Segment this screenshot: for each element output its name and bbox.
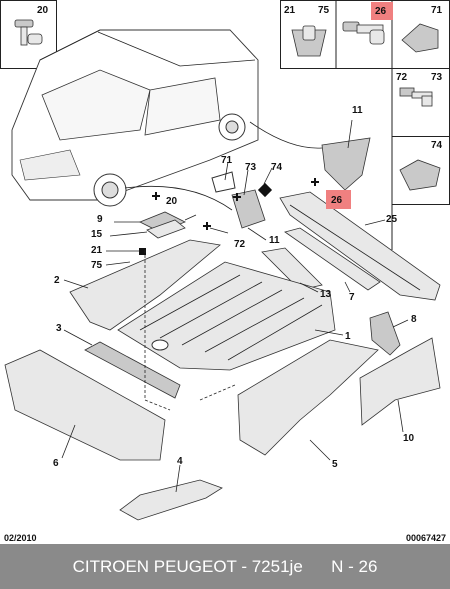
leader-lines <box>61 119 409 493</box>
callout-1: 1 <box>345 331 351 342</box>
parts-diagram: 20 21 75 26 71 72 73 <box>0 0 450 521</box>
callout-21: 21 <box>91 245 103 256</box>
wheel-arch-10 <box>359 337 441 426</box>
bracket-8 <box>369 311 401 356</box>
mud-flap <box>249 121 371 191</box>
callout-73: 73 <box>245 162 257 173</box>
bolt-icon <box>14 19 43 46</box>
callout-3: 3 <box>56 323 62 334</box>
callout-75: 75 <box>91 260 103 271</box>
callout-2: 2 <box>54 275 60 286</box>
fastener-grid: 21 75 26 71 72 73 74 <box>280 0 450 250</box>
callout-8: 8 <box>411 314 417 325</box>
callout-11-flap: 11 <box>352 105 363 116</box>
callout-10: 10 <box>403 433 415 444</box>
rail-13 <box>261 247 323 291</box>
rear-crossmember <box>279 191 441 301</box>
bracket-4 <box>119 479 223 521</box>
callout-72: 72 <box>234 239 246 250</box>
fastener-box-20: 20 <box>0 0 57 69</box>
clip-71 <box>211 171 236 193</box>
square-marker <box>139 248 146 255</box>
callout-75-box: 75 <box>318 5 330 16</box>
part-15 <box>146 219 186 239</box>
diamond-marker <box>257 182 273 198</box>
callout-71-box: 71 <box>431 5 443 16</box>
callout-73-box: 73 <box>431 72 443 83</box>
main-floor-panel <box>117 261 336 371</box>
callout-20: 20 <box>166 196 178 207</box>
footer-code: 00067427 <box>405 533 446 543</box>
callout-20-box: 20 <box>37 5 49 16</box>
callout-25: 25 <box>386 214 398 225</box>
highlight-26-diagram <box>326 190 351 209</box>
screw-small-icon <box>399 87 433 107</box>
footer-date: 02/2010 <box>4 533 37 543</box>
callout-74: 74 <box>271 162 283 173</box>
side-member-5 <box>237 339 379 456</box>
caption-bar: CITROEN PEUGEOT - 7251je N - 26 <box>0 544 450 589</box>
screw-icon <box>342 21 385 45</box>
callout-13: 13 <box>320 289 332 300</box>
caption-text: CITROEN PEUGEOT - 7251je N - 26 <box>72 556 378 576</box>
side-member-6 <box>4 349 166 461</box>
callout-21-box: 21 <box>284 5 296 16</box>
spring-clip-icon <box>399 159 441 191</box>
callout-4: 4 <box>177 456 183 467</box>
callout-5: 5 <box>332 459 338 470</box>
callout-71: 71 <box>221 155 233 166</box>
clip-nut-icon <box>291 25 327 57</box>
rail-7 <box>284 227 381 291</box>
callout-74-box: 74 <box>431 140 443 151</box>
callout-9: 9 <box>97 214 103 225</box>
callout-6: 6 <box>53 458 59 469</box>
bracket-73 <box>231 189 266 229</box>
retainer-clip-icon <box>401 23 439 53</box>
callout-7: 7 <box>349 292 355 303</box>
callout-72-box: 72 <box>396 72 408 83</box>
callout-26: 26 <box>331 195 343 206</box>
callout-11-bracket: 11 <box>269 235 280 246</box>
highlight-26 <box>371 2 393 20</box>
dashed-guides <box>144 250 236 411</box>
callout-15: 15 <box>91 229 103 240</box>
callout-26-box: 26 <box>375 6 387 17</box>
vehicle-sketch <box>11 29 259 207</box>
cable <box>124 185 233 211</box>
